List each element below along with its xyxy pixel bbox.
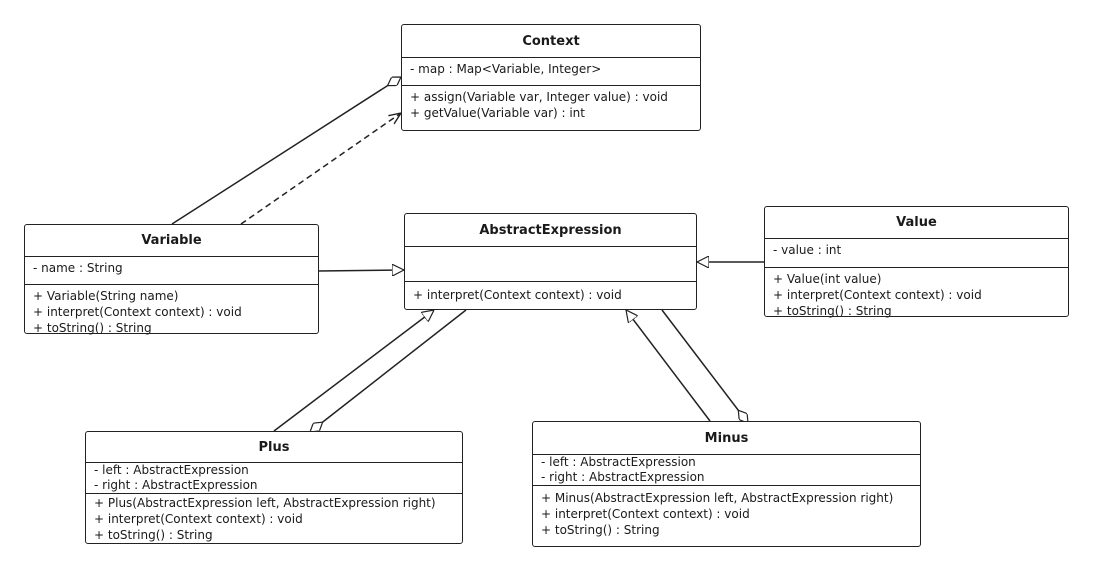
- method: + toString() : String: [33, 321, 152, 335]
- variable-generalization-arrow: [317, 270, 404, 271]
- attributes-section: - left : AbstractExpression - right : Ab…: [86, 463, 462, 494]
- variable-context-aggregation: [171, 76, 401, 225]
- attribute: - right : AbstractExpression: [94, 478, 258, 492]
- method: + Minus(AbstractExpression left, Abstrac…: [541, 491, 894, 505]
- attributes-section: - left : AbstractExpression - right : Ab…: [533, 455, 920, 486]
- method: + interpret(Context context) : void: [94, 512, 303, 526]
- class-name: AbstractExpression: [405, 214, 696, 247]
- class-name: Plus: [86, 432, 462, 463]
- method: + interpret(Context context) : void: [413, 288, 622, 302]
- methods-section: + interpret(Context context) : void: [405, 282, 696, 305]
- methods-section: + Value(int value) + interpret(Context c…: [765, 268, 1068, 321]
- methods-section: + assign(Variable var, Integer value) : …: [402, 86, 700, 123]
- class-name: Value: [765, 207, 1068, 239]
- method: + Value(int value): [773, 272, 882, 286]
- attribute: - value : int: [773, 243, 842, 257]
- method: + Variable(String name): [33, 289, 179, 303]
- plus-generalization-arrow: [273, 310, 434, 432]
- plus-aggregation-line: [310, 309, 467, 432]
- methods-section: + Minus(AbstractExpression left, Abstrac…: [533, 486, 920, 540]
- attribute: - right : AbstractExpression: [541, 470, 705, 484]
- class-name: Variable: [25, 225, 318, 257]
- attribute: - left : AbstractExpression: [541, 455, 696, 469]
- class-plus[interactable]: Plus - left : AbstractExpression - right…: [85, 431, 463, 544]
- class-value[interactable]: Value - value : int + Value(int value) +…: [764, 206, 1069, 318]
- minus-aggregation-line: [661, 309, 748, 423]
- attributes-section: - map : Map<Variable, Integer>: [402, 58, 700, 86]
- method: + getValue(Variable var) : int: [410, 106, 585, 120]
- method: + Plus(AbstractExpression left, Abstract…: [94, 496, 436, 510]
- method: + interpret(Context context) : void: [541, 507, 750, 521]
- class-minus[interactable]: Minus - left : AbstractExpression - righ…: [532, 421, 921, 547]
- attributes-section: - name : String: [25, 257, 318, 285]
- method: + interpret(Context context) : void: [33, 305, 242, 319]
- class-context[interactable]: Context - map : Map<Variable, Integer> +…: [401, 24, 701, 131]
- method: + interpret(Context context) : void: [773, 288, 982, 302]
- method: + toString() : String: [773, 304, 892, 318]
- method: + assign(Variable var, Integer value) : …: [410, 90, 668, 104]
- attribute: - name : String: [33, 261, 123, 275]
- variable-context-dependency: [240, 113, 401, 225]
- method: + toString() : String: [541, 523, 660, 537]
- minus-generalization-arrow: [626, 310, 711, 422]
- methods-section: + Variable(String name) + interpret(Cont…: [25, 285, 318, 338]
- attribute: - left : AbstractExpression: [94, 463, 249, 477]
- class-abstract-expression[interactable]: AbstractExpression + interpret(Context c…: [404, 213, 697, 310]
- method: + toString() : String: [94, 528, 213, 542]
- attributes-section: [405, 247, 696, 282]
- attribute: - map : Map<Variable, Integer>: [410, 62, 602, 76]
- class-variable[interactable]: Variable - name : String + Variable(Stri…: [24, 224, 319, 335]
- methods-section: + Plus(AbstractExpression left, Abstract…: [86, 494, 462, 545]
- class-name: Context: [402, 25, 700, 58]
- attributes-section: - value : int: [765, 239, 1068, 268]
- class-name: Minus: [533, 422, 920, 455]
